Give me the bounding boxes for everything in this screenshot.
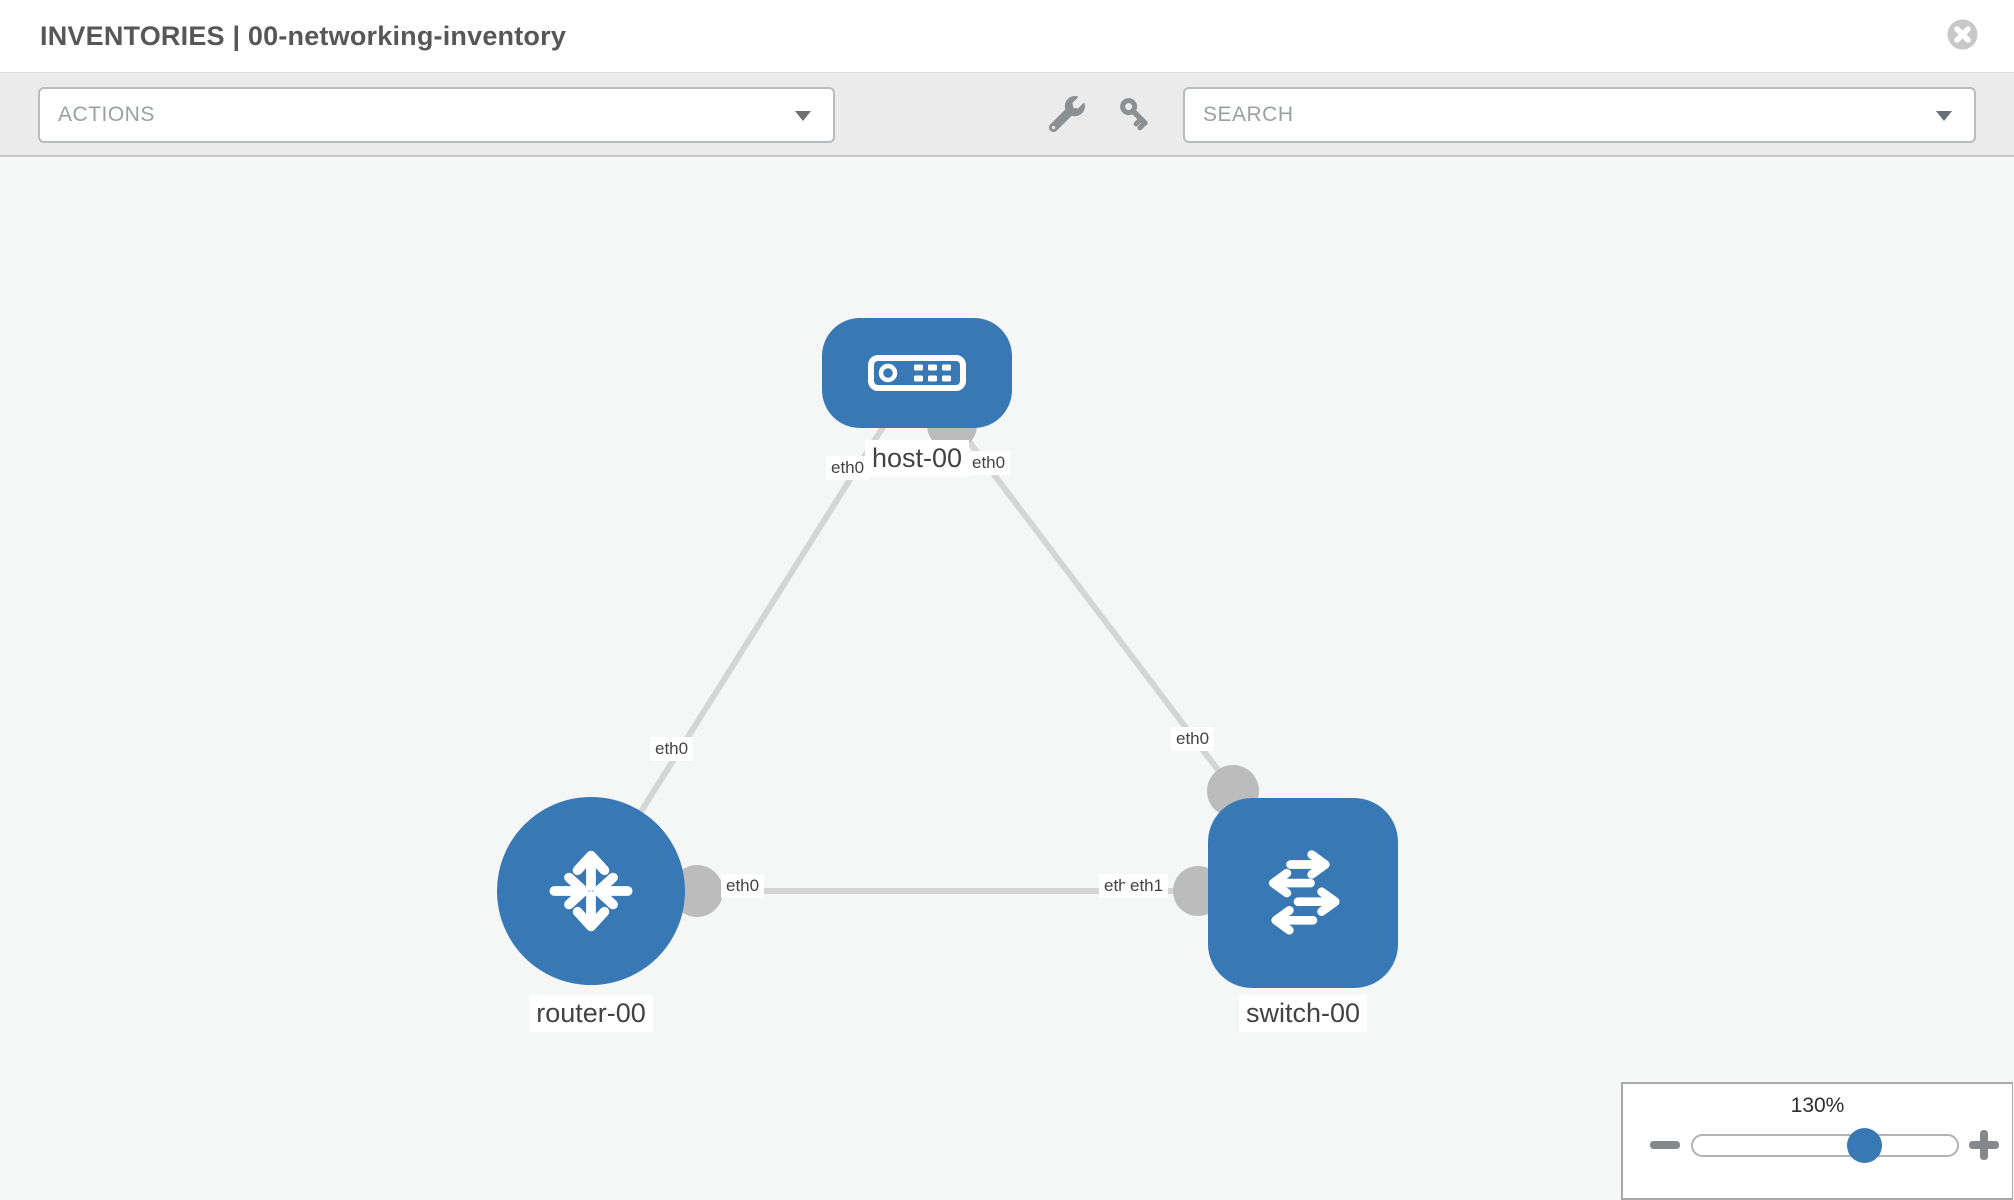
zoom-slider-track[interactable] bbox=[1691, 1128, 1959, 1163]
zoom-out-button[interactable] bbox=[1647, 1127, 1683, 1163]
chevron-down-icon bbox=[1936, 111, 1952, 121]
router-icon bbox=[549, 850, 633, 932]
search-dropdown-label: SEARCH bbox=[1203, 103, 1294, 126]
node-router-00[interactable] bbox=[497, 797, 685, 985]
minus-icon bbox=[1650, 1141, 1680, 1149]
chevron-down-icon bbox=[795, 111, 811, 121]
close-button[interactable] bbox=[1947, 19, 1978, 50]
zoom-control-panel: 130% bbox=[1621, 1082, 2013, 1200]
page-title: INVENTORIES | 00-networking-inventory bbox=[40, 21, 567, 51]
node-label-router: router-00 bbox=[529, 995, 653, 1032]
node-host-00[interactable] bbox=[822, 318, 1012, 428]
wrench-button[interactable] bbox=[1048, 96, 1086, 134]
node-switch-00[interactable] bbox=[1208, 798, 1398, 988]
wrench-icon bbox=[1048, 96, 1085, 133]
interface-label: eth0 bbox=[1171, 727, 1215, 751]
host-icon bbox=[868, 355, 966, 391]
interface-label: eth1 bbox=[1125, 874, 1169, 898]
plus-icon bbox=[1980, 1130, 1988, 1160]
toolbar: ACTIONS SEARCH bbox=[0, 72, 2014, 157]
key-icon bbox=[1120, 98, 1148, 131]
links-layer bbox=[588, 371, 1303, 917]
zoom-percentage: 130% bbox=[1790, 1094, 1845, 1117]
close-icon bbox=[1947, 19, 1978, 50]
interface-label: eth0 bbox=[650, 737, 694, 761]
zoom-slider-handle[interactable] bbox=[1847, 1128, 1882, 1163]
actions-dropdown-label: ACTIONS bbox=[58, 103, 155, 126]
switch-icon bbox=[1268, 850, 1340, 935]
zoom-in-button[interactable] bbox=[1966, 1127, 2002, 1163]
modal-header: INVENTORIES | 00-networking-inventory bbox=[0, 0, 2014, 72]
interface-label: eth0 bbox=[721, 874, 765, 898]
interface-label: eth0 bbox=[826, 456, 870, 480]
node-label-host: host-00 bbox=[864, 440, 970, 477]
actions-dropdown[interactable]: ACTIONS bbox=[38, 87, 835, 143]
key-button[interactable] bbox=[1116, 96, 1154, 134]
node-label-switch: switch-00 bbox=[1238, 995, 1368, 1032]
topology-canvas[interactable]: host-00 router-00 switch-00 eth0 eth0 et… bbox=[0, 157, 2014, 1200]
interface-label: eth0 bbox=[1099, 874, 1127, 898]
search-dropdown[interactable]: SEARCH bbox=[1183, 87, 1976, 143]
interface-label: eth0 bbox=[967, 451, 1011, 475]
